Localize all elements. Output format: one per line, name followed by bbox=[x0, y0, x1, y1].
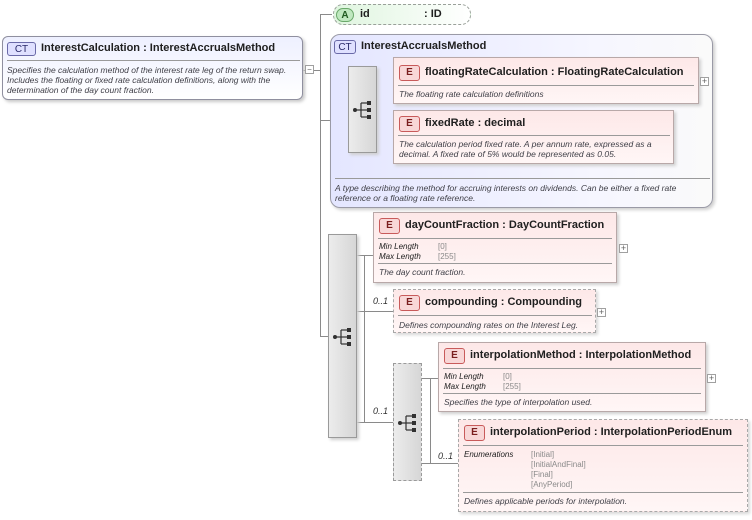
attribute-id[interactable]: A id : ID bbox=[333, 4, 471, 25]
enum-value: [AnyPeriod] bbox=[531, 480, 573, 489]
root-title: InterestCalculation : InterestAccrualsMe… bbox=[41, 42, 276, 54]
daycount-divider-2 bbox=[378, 263, 612, 264]
interp-method-divider-2 bbox=[443, 393, 701, 394]
sequence-icon bbox=[398, 414, 416, 432]
interp-method-min-length-label: Min Length bbox=[444, 372, 484, 381]
connector-subseq bbox=[357, 422, 393, 423]
connector-interp-period bbox=[422, 463, 458, 464]
connector-attr bbox=[320, 14, 332, 15]
attribute-badge: A bbox=[336, 8, 354, 22]
interp-method-title: interpolationMethod : InterpolationMetho… bbox=[470, 349, 692, 361]
complex-type-badge: CT bbox=[334, 40, 356, 54]
root-collapse-toggle[interactable]: − bbox=[305, 65, 314, 74]
element-compounding[interactable]: E compounding : Compounding Defines comp… bbox=[393, 289, 596, 333]
connector-group bbox=[320, 120, 330, 121]
group-divider bbox=[335, 178, 710, 179]
compounding-title: compounding : Compounding bbox=[425, 296, 583, 308]
choice-icon bbox=[353, 101, 371, 119]
daycount-title: dayCountFraction : DayCountFraction bbox=[405, 219, 605, 231]
floating-title: floatingRateCalculation : FloatingRateCa… bbox=[425, 66, 684, 78]
element-badge: E bbox=[399, 65, 420, 81]
enum-value: [Initial] bbox=[531, 450, 555, 459]
attribute-name: id bbox=[360, 8, 370, 20]
root-description: Specifies the calculation method of the … bbox=[7, 65, 287, 95]
element-badge: E bbox=[464, 425, 485, 441]
group-description: A type describing the method for accruin… bbox=[335, 183, 677, 203]
fixed-title: fixedRate : decimal bbox=[425, 117, 526, 129]
fixed-description: The calculation period fixed rate. A per… bbox=[399, 139, 652, 159]
connector-main-trunk bbox=[320, 14, 321, 336]
interp-method-divider bbox=[443, 368, 701, 369]
daycount-max-length-label: Max Length bbox=[379, 252, 421, 261]
compounding-expand-toggle[interactable]: + bbox=[597, 307, 606, 317]
fixed-divider bbox=[398, 135, 670, 136]
daycount-expand-toggle[interactable]: + bbox=[619, 243, 628, 253]
interp-period-description: Defines applicable periods for interpola… bbox=[464, 496, 628, 506]
daycount-min-length-value: [0] bbox=[438, 242, 447, 251]
element-fixed-rate[interactable]: E fixedRate : decimal The calculation pe… bbox=[393, 110, 674, 164]
enum-value: [Final] bbox=[531, 470, 553, 479]
connector-compounding bbox=[357, 311, 393, 312]
daycount-max-length-value: [255] bbox=[438, 252, 456, 261]
interp-period-cardinality: 0..1 bbox=[438, 451, 454, 461]
sequence-icon bbox=[333, 328, 351, 346]
interp-method-max-length-value: [255] bbox=[503, 382, 521, 391]
enum-value: [InitialAndFinal] bbox=[531, 460, 586, 469]
interp-period-enum-label: Enumerations bbox=[464, 450, 514, 459]
group-title: InterestAccrualsMethod bbox=[361, 40, 487, 52]
interp-period-divider-2 bbox=[463, 492, 743, 493]
interp-period-divider bbox=[463, 445, 743, 446]
element-badge: E bbox=[444, 348, 465, 364]
daycount-description: The day count fraction. bbox=[379, 267, 466, 277]
choice-compositor[interactable] bbox=[348, 66, 377, 153]
attribute-type: : ID bbox=[424, 8, 442, 20]
compounding-cardinality: 0..1 bbox=[373, 296, 389, 306]
floating-expand-toggle[interactable]: + bbox=[700, 76, 709, 86]
element-interpolation-period[interactable]: E interpolationPeriod : InterpolationPer… bbox=[458, 419, 748, 512]
compounding-divider bbox=[398, 315, 592, 316]
root-divider bbox=[7, 60, 300, 61]
root-complex-type[interactable]: CT InterestCalculation : InterestAccrual… bbox=[2, 36, 303, 100]
floating-divider bbox=[398, 85, 694, 86]
connector-daycount bbox=[357, 255, 373, 256]
sequence-compositor[interactable] bbox=[328, 234, 357, 438]
connector-seq bbox=[320, 336, 330, 337]
optional-sequence-compositor[interactable] bbox=[393, 363, 422, 481]
connector-interp-method bbox=[422, 378, 438, 379]
compounding-description: Defines compounding rates on the Interes… bbox=[399, 320, 579, 330]
interp-method-min-length-value: [0] bbox=[503, 372, 512, 381]
element-badge: E bbox=[379, 218, 400, 234]
subsequence-cardinality: 0..1 bbox=[373, 406, 389, 416]
element-interpolation-method[interactable]: E interpolationMethod : InterpolationMet… bbox=[438, 342, 706, 412]
floating-description: The floating rate calculation definition… bbox=[399, 89, 544, 99]
element-badge: E bbox=[399, 295, 420, 311]
complex-type-badge: CT bbox=[7, 42, 36, 56]
interp-method-expand-toggle[interactable]: + bbox=[707, 373, 716, 383]
element-day-count-fraction[interactable]: E dayCountFraction : DayCountFraction Mi… bbox=[373, 212, 617, 283]
daycount-divider bbox=[378, 238, 612, 239]
connector-subseq-trunk bbox=[430, 378, 431, 463]
element-badge: E bbox=[399, 116, 420, 132]
element-floating-rate-calculation[interactable]: E floatingRateCalculation : FloatingRate… bbox=[393, 57, 699, 104]
interp-period-title: interpolationPeriod : InterpolationPerio… bbox=[490, 426, 733, 438]
connector-seq-trunk bbox=[364, 255, 365, 422]
daycount-min-length-label: Min Length bbox=[379, 242, 419, 251]
interp-method-max-length-label: Max Length bbox=[444, 382, 486, 391]
interp-method-description: Specifies the type of interpolation used… bbox=[444, 397, 593, 407]
